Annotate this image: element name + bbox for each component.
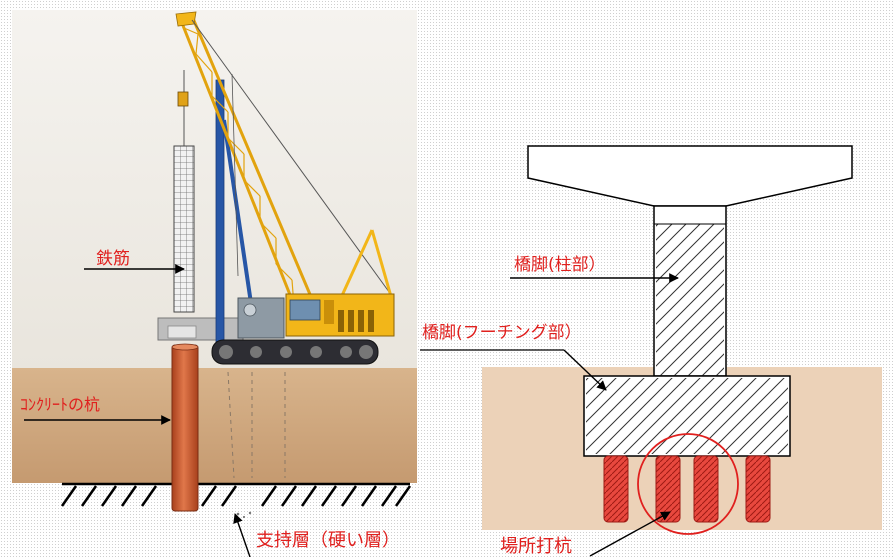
label-pier-column-group: 橋脚(柱部） [510, 255, 679, 283]
label-cast-pile-group: 場所打杭 [500, 511, 671, 557]
highlight-circle [637, 433, 739, 535]
pile-top [171, 343, 199, 351]
pile-1 [603, 455, 629, 523]
left-panel: 鉄筋 ｺﾝｸﾘｰﾄの杭 支持層（硬い層） [12, 10, 417, 557]
pile-2 [655, 455, 681, 523]
cast-in-place-piles [603, 455, 771, 523]
label-pier-footing-group: 橋脚(フーチング部） [420, 323, 607, 391]
concrete-pile [171, 344, 199, 512]
hook-block [177, 91, 189, 107]
label-pier-column: 橋脚(柱部） [514, 255, 606, 275]
arrow-cast-in-place-pile [589, 511, 671, 557]
label-rebar-group: 鉄筋 [84, 249, 185, 274]
label-pier-footing: 橋脚(フーチング部） [422, 323, 582, 343]
arrow-bearing-layer [233, 513, 251, 557]
label-cast-in-place-pile: 場所打杭 [500, 536, 572, 557]
pier-footing-hatch [586, 378, 788, 454]
right-panel: 橋脚(柱部） 橋脚(フーチング部） 場所打杭 [420, 145, 882, 557]
arrow-pier-footing [563, 349, 607, 391]
ground-hatch [60, 482, 412, 507]
label-rebar: 鉄筋 [96, 249, 130, 269]
bridge-deck [527, 145, 853, 207]
gravel [236, 511, 252, 519]
left-soil [12, 368, 417, 483]
pile-4 [745, 455, 771, 523]
pier-column-hatch [656, 224, 724, 376]
excavation-dashes [227, 371, 286, 479]
label-bearing-layer-group: 支持層（硬い層） [233, 513, 400, 557]
rebar-cage [173, 145, 195, 313]
crane [157, 11, 395, 365]
label-concrete-pile-group: ｺﾝｸﾘｰﾄの杭 [20, 395, 171, 425]
pile-3 [693, 455, 719, 523]
label-concrete-pile: ｺﾝｸﾘｰﾄの杭 [20, 395, 100, 414]
label-bearing-layer: 支持層（硬い層） [256, 530, 400, 551]
